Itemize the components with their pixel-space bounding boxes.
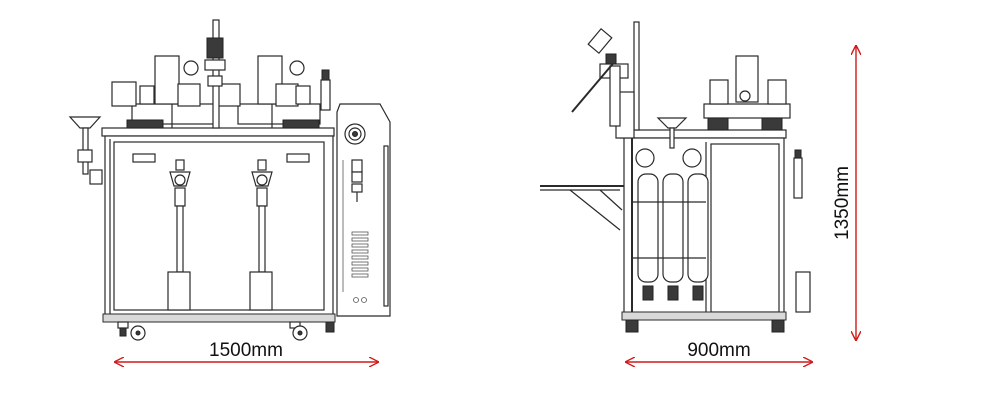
front-left-filter [167, 159, 191, 311]
front-control-cabinet [336, 103, 391, 317]
side-gauge-left [635, 148, 655, 168]
front-right-filter [249, 159, 273, 311]
front-view-machine [68, 19, 391, 341]
side-height-label: 1350mm [832, 166, 853, 240]
front-left-funnel [68, 116, 103, 185]
side-height-dimension: 1350mm [832, 46, 856, 340]
side-filter-cartridges [632, 173, 709, 301]
side-casters [625, 319, 785, 333]
side-depth-dimension: 900mm [626, 340, 812, 362]
side-shelf [540, 185, 624, 231]
front-casters [117, 321, 335, 341]
side-gauge-right [682, 148, 702, 168]
side-top-equipment [703, 55, 791, 131]
side-view-machine [540, 21, 811, 333]
front-top-equipment [111, 19, 331, 129]
side-depth-label: 900mm [687, 340, 750, 361]
front-width-label: 1500mm [209, 340, 283, 361]
cabinet-vents [351, 231, 369, 278]
front-width-dimension: 1500mm [115, 340, 378, 362]
